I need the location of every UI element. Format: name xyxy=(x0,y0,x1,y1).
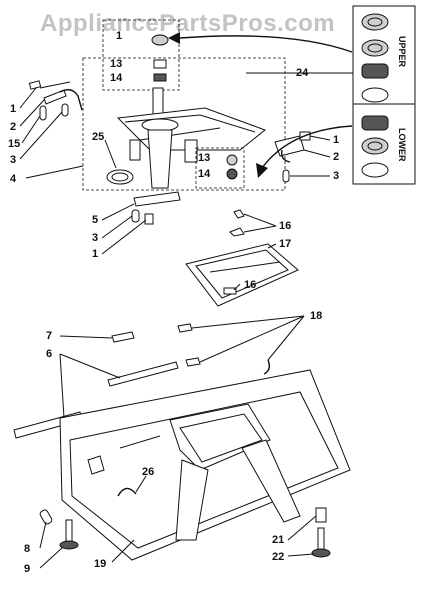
upper-arrow-head xyxy=(168,32,180,44)
lower-arrow xyxy=(261,125,353,169)
callout-label: 1 xyxy=(10,103,17,115)
leader-lines xyxy=(19,72,353,569)
upper-arrow xyxy=(179,35,353,53)
callout-label: 3 xyxy=(10,154,17,166)
support-frame xyxy=(185,209,299,307)
left-clip-hardware xyxy=(28,80,83,121)
callout-label: 9 xyxy=(24,563,31,575)
callout-label: 14 xyxy=(110,72,123,84)
callout-label: 18 xyxy=(310,310,323,322)
upper-bearing-label: UPPER xyxy=(397,36,407,68)
base-frame xyxy=(59,369,351,561)
callout-label: 15 xyxy=(8,138,21,150)
lower-clip-hardware xyxy=(131,191,181,225)
lower-arrow-head xyxy=(256,163,268,178)
callout-label: 7 xyxy=(46,330,53,342)
callout-label: 13 xyxy=(110,58,123,70)
bearing-panel xyxy=(352,5,416,185)
watermark: AppliancePartsPros.com xyxy=(40,10,336,37)
callout-label: 2 xyxy=(333,151,340,163)
callout-label: 17 xyxy=(279,238,292,250)
right-clip-hardware xyxy=(274,131,311,183)
callout-label: 6 xyxy=(46,348,53,360)
callout-label: 26 xyxy=(142,466,155,478)
callout-label: 1 xyxy=(92,248,99,260)
callout-label: 16 xyxy=(244,279,257,291)
callout-label: 21 xyxy=(272,534,285,546)
callout-label: 25 xyxy=(92,131,105,143)
callout-label: 5 xyxy=(92,214,99,226)
callout-label: 2 xyxy=(10,121,17,133)
callout-label: 1 xyxy=(333,134,340,146)
callout-label: 1 xyxy=(116,30,123,42)
callout-label: 14 xyxy=(198,168,211,180)
gearcase-assembly xyxy=(82,19,286,191)
callout-label: 8 xyxy=(24,543,31,555)
lower-bearing-label: LOWER xyxy=(397,128,407,162)
callout-label: 16 xyxy=(279,220,292,232)
callout-label: 13 xyxy=(198,152,211,164)
callout-label: 22 xyxy=(272,551,285,563)
callout-label: 19 xyxy=(94,558,107,570)
callout-label: 3 xyxy=(333,170,340,182)
callout-label: 4 xyxy=(10,173,17,185)
leveling-feet xyxy=(39,507,331,558)
callout-label: 3 xyxy=(92,232,99,244)
callout-label: 24 xyxy=(296,67,309,79)
clips-18 xyxy=(177,323,271,375)
